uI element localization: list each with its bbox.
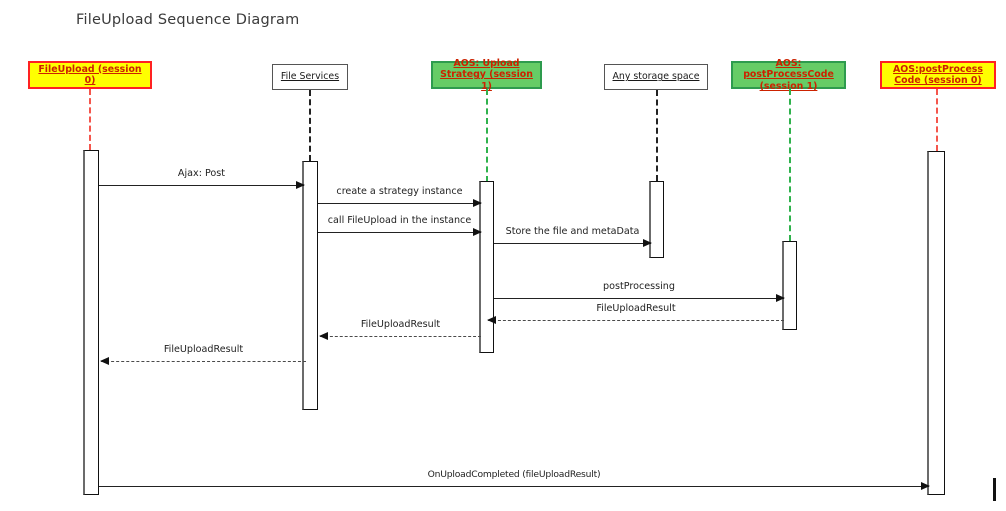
arrowhead-icon <box>776 293 785 302</box>
message-shaft <box>494 298 784 299</box>
lifeline-header-aos-upload-strategy[interactable]: AOS: Upload Strategy (session 1) <box>431 58 542 92</box>
arrowhead-icon <box>319 331 328 340</box>
activation-bar-aos-upload-strategy[interactable] <box>479 181 494 353</box>
message-label: create a strategy instance <box>336 186 463 197</box>
diagram-title: FileUpload Sequence Diagram <box>76 12 300 28</box>
lifeline-label-file-services: File Services <box>280 71 340 83</box>
activation-bar-file-services[interactable] <box>302 161 318 410</box>
message-label: Ajax: Post <box>177 168 226 179</box>
activation-bar-any-storage-space[interactable] <box>649 181 664 258</box>
lifeline-header-file-upload[interactable]: FileUpload (session 0) <box>28 61 152 89</box>
lifeline-header-any-storage-space[interactable]: Any storage space <box>604 64 708 90</box>
lifeline-dash-file-upload <box>89 89 91 150</box>
message-shaft <box>99 185 304 186</box>
message-label: FileUploadResult <box>163 344 244 355</box>
message-shaft <box>101 361 306 362</box>
lifeline-label-aos-postprocess-code-s0: AOS:postProcess Code (session 0) <box>893 63 983 87</box>
arrowhead-icon <box>643 238 652 247</box>
message-shaft <box>318 232 481 233</box>
lifeline-label-aos-postprocesscode-s1: AOS: postProcessCode (session 1) <box>743 57 834 92</box>
lifeline-dash-file-services <box>309 90 311 161</box>
arrowhead-icon <box>473 227 482 236</box>
message-shaft <box>318 203 481 204</box>
arrowhead-icon <box>473 198 482 207</box>
canvas-edge-tick-mark <box>993 478 996 501</box>
lifeline-label-any-storage-space: Any storage space <box>612 71 700 83</box>
message-shaft <box>320 336 481 337</box>
lifeline-header-file-services[interactable]: File Services <box>272 64 348 90</box>
message-shaft <box>99 486 929 487</box>
lifeline-header-aos-postprocess-code-s0[interactable]: AOS:postProcess Code (session 0) <box>880 61 996 89</box>
lifeline-dash-aos-postprocesscode-s1 <box>789 89 791 241</box>
message-label: OnUploadCompleted (fileUploadResult) <box>427 469 601 480</box>
lifeline-header-aos-postprocesscode-s1[interactable]: AOS: postProcessCode (session 1) <box>731 58 846 92</box>
arrowhead-icon <box>487 315 496 324</box>
message-label: FileUploadResult <box>596 303 676 314</box>
activation-bar-aos-postprocess-code-s0[interactable] <box>927 151 945 495</box>
message-shaft <box>494 243 651 244</box>
lifeline-dash-aos-upload-strategy <box>486 89 488 182</box>
arrowhead-icon <box>921 481 930 490</box>
lifeline-label-aos-upload-strategy: AOS: Upload Strategy (session 1) <box>440 57 533 92</box>
message-label: FileUploadResult <box>360 319 441 330</box>
activation-bar-aos-postprocesscode-s1[interactable] <box>782 241 797 330</box>
message-label: Store the file and metaData <box>505 226 640 237</box>
message-label: postProcessing <box>603 281 675 292</box>
arrowhead-icon <box>100 356 109 365</box>
message-label: call FileUpload in the instance <box>327 215 472 226</box>
activation-bar-file-upload[interactable] <box>83 150 99 495</box>
lifeline-label-file-upload: FileUpload (session 0) <box>38 63 142 87</box>
arrowhead-icon <box>296 180 305 189</box>
lifeline-dash-any-storage-space <box>656 90 658 181</box>
lifeline-dash-aos-postprocess-code-s0 <box>936 89 938 151</box>
message-shaft <box>488 320 784 321</box>
